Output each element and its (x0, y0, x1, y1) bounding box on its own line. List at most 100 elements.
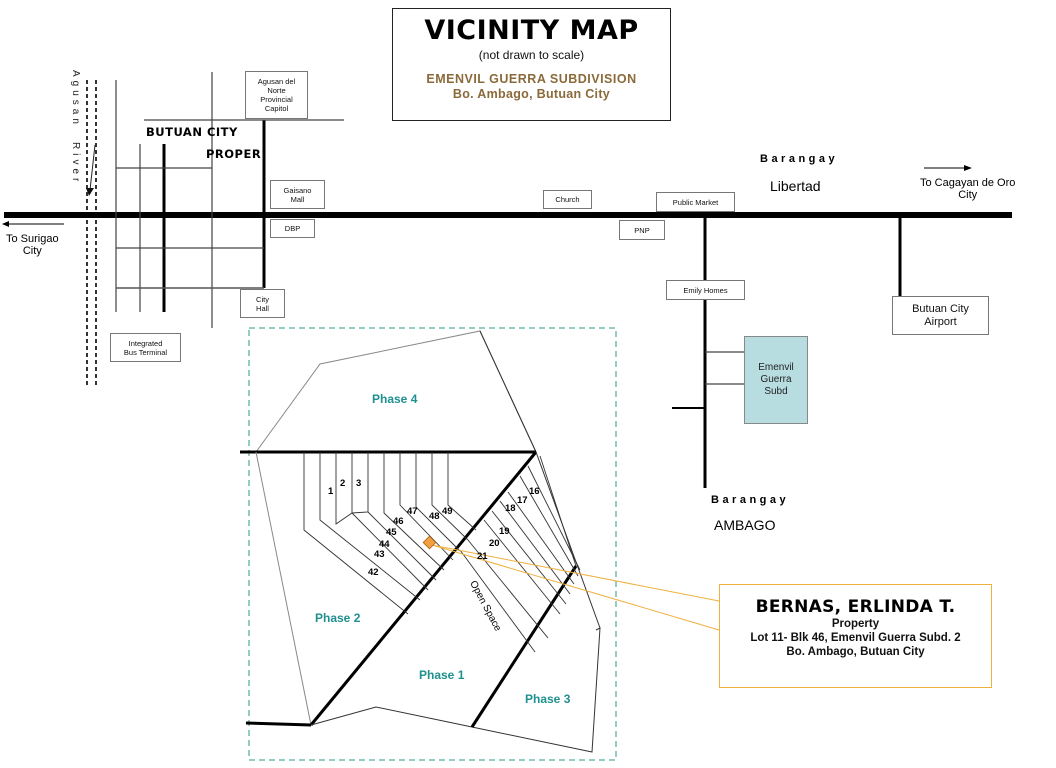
lot-number: 44 (379, 539, 390, 550)
lot-line (459, 549, 536, 653)
direction-east-line1: To Cagayan de Oro (920, 177, 1016, 189)
direction-east-line2: City (958, 189, 978, 201)
scale-note: (not drawn to scale) (478, 48, 585, 62)
property-leader-line (431, 544, 720, 631)
phase4-label: Phase 4 (372, 392, 418, 406)
lot-number: 17 (517, 495, 528, 506)
river-arrowhead-icon (86, 188, 94, 196)
landmark-airport-line: Airport (924, 315, 957, 328)
landmark-subdivision-line: Subd (764, 386, 788, 397)
landmark-dbp[interactable]: DBP (270, 219, 315, 238)
direction-west-line1: To Surigao (6, 233, 59, 245)
property-marker-icon[interactable] (422, 535, 437, 550)
main-diagonal-road (309, 451, 538, 726)
landmark-church[interactable]: Church (543, 190, 592, 209)
bottom-left-road (245, 721, 312, 727)
lot-line (519, 475, 579, 577)
lot-line (367, 511, 437, 581)
property-lot: Lot 11- Blk 46, Emenvil Guerra Subd. 2 (750, 632, 961, 644)
subdivision-name: EMENVIL GUERRA SUBDIVISION (426, 72, 637, 86)
phase2-label: Phase 2 (315, 611, 361, 625)
landmark-bus-terminal-line: Bus Terminal (123, 347, 168, 357)
lot-line (303, 452, 409, 615)
lot-line (415, 452, 461, 552)
phase1-label: Phase 1 (419, 668, 465, 682)
west-arrowhead-icon (2, 221, 9, 227)
landmark-city-hall-line: City (256, 294, 269, 304)
subdivision-boundary (248, 327, 617, 761)
lot-number: 18 (505, 503, 516, 514)
map-title: VICINITY MAP (424, 15, 639, 46)
lot-line (467, 539, 549, 639)
libertad-prefix: Barangay (760, 153, 839, 165)
bottom-boundary (310, 627, 601, 753)
lot-number: 2 (340, 478, 346, 489)
ambago-prefix: Barangay (711, 494, 790, 506)
phase4-right-edge (479, 330, 537, 453)
landmark-gaisano-line: Gaisano (283, 185, 312, 195)
direction-west: To Surigao City (6, 233, 59, 257)
lot-number: 46 (393, 516, 404, 527)
lot-number: 1 (328, 486, 334, 497)
property-callout: BERNAS, ERLINDA T. Property Lot 11- Blk … (719, 584, 992, 688)
landmark-capitol-line: Agusan del (257, 77, 296, 86)
lot-lines (303, 452, 581, 653)
lot-number: 45 (386, 527, 397, 538)
east-arrowhead-icon (964, 165, 972, 171)
lot-line (319, 452, 421, 601)
lot-number: 19 (499, 526, 510, 537)
lot-number: 43 (374, 549, 385, 560)
phase2-left-edge (255, 451, 312, 726)
property-owner: BERNAS, ERLINDA T. (755, 597, 956, 617)
lot-line (335, 452, 429, 591)
landmark-pnp[interactable]: PNP (619, 220, 665, 240)
lot-number: 48 (429, 511, 440, 522)
landmark-capitol-line: Norte (267, 86, 286, 95)
landmark-public-market-label: Public Market (672, 197, 719, 207)
lot-line (447, 452, 477, 531)
lot-number: 47 (407, 506, 418, 517)
landmark-emenvil-subdivision[interactable]: Emenvil Guerra Subd (744, 336, 808, 424)
subdivision-location: Bo. Ambago, Butuan City (452, 87, 611, 101)
phase3-label: Phase 3 (525, 692, 571, 706)
phase3-right-edge (535, 451, 601, 629)
landmark-gaisano-mall[interactable]: Gaisano Mall (270, 180, 325, 209)
lot-line (507, 491, 575, 585)
city-proper-label-line2: PROPER (206, 147, 262, 161)
landmark-emily-homes[interactable]: Emily Homes (666, 280, 745, 300)
landmark-bus-terminal[interactable]: Integrated Bus Terminal (110, 333, 181, 362)
landmark-city-hall-line: Hall (256, 303, 269, 313)
landmark-capitol-line: Capitol (264, 104, 289, 113)
direction-east: To Cagayan de Oro City (920, 177, 1015, 201)
city-proper-label-line1: BUTUAN CITY (146, 125, 238, 139)
landmark-public-market[interactable]: Public Market (656, 192, 735, 212)
direction-west-line2: City (22, 245, 42, 257)
lot-line (499, 500, 571, 595)
landmark-emily-homes-label: Emily Homes (683, 285, 728, 295)
lot-line (483, 519, 561, 615)
lot-line (431, 452, 469, 541)
landmark-pnp-label: PNP (634, 225, 650, 235)
property-label: Property (831, 618, 880, 630)
landmark-airport-line: Butuan City (912, 302, 969, 315)
lot-number: 16 (529, 486, 540, 497)
landmark-city-hall[interactable]: City Hall (240, 289, 285, 318)
property-leader-line (431, 544, 720, 602)
landmark-airport[interactable]: Butuan City Airport (892, 296, 989, 335)
landmark-church-label: Church (555, 195, 580, 204)
lot-line (491, 510, 567, 605)
landmark-subdivision-line: Guerra (760, 374, 792, 385)
lot-line (383, 452, 445, 571)
title-box: VICINITY MAP (not drawn to scale) EMENVI… (392, 8, 671, 121)
ambago-name: AMBAGO (714, 517, 776, 533)
libertad-name: Libertad (770, 178, 821, 194)
landmark-capitol[interactable]: Agusan del Norte Provincial Capitol (245, 71, 308, 119)
landmark-capitol-line: Provincial (260, 95, 293, 104)
river-label-river: River (70, 142, 81, 186)
river-flow-arrow (89, 144, 96, 191)
lot-number: 49 (442, 506, 453, 517)
landmark-subdivision-line: Emenvil (758, 362, 794, 373)
river-label-agusan: Agusan (70, 70, 81, 128)
landmark-dbp-label: DBP (284, 224, 301, 233)
